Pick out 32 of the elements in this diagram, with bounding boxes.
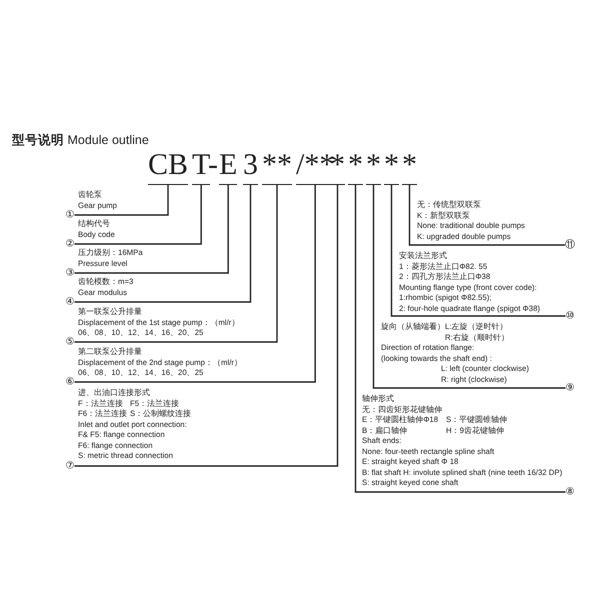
code-segment: 3 bbox=[243, 150, 258, 185]
callout-number: ② bbox=[66, 238, 74, 250]
leader-line bbox=[74, 185, 169, 216]
code-segment: * bbox=[402, 150, 417, 185]
leader-line bbox=[74, 185, 229, 274]
leader-line bbox=[74, 185, 316, 383]
callout-number: ⑪ bbox=[565, 240, 575, 250]
leader-line bbox=[390, 185, 566, 317]
callout-number: ③ bbox=[66, 268, 74, 278]
callout-number: ① bbox=[66, 210, 74, 220]
leader-line bbox=[74, 185, 338, 467]
leader-line bbox=[74, 185, 252, 303]
callout-number: ⑧ bbox=[566, 486, 574, 498]
code-segment: * bbox=[384, 150, 399, 185]
leader-line bbox=[408, 185, 565, 246]
callout-number: ④ bbox=[66, 296, 74, 308]
leader-line bbox=[354, 185, 566, 493]
callout-number: ⑩ bbox=[566, 310, 574, 322]
code-segment: E bbox=[219, 150, 238, 185]
leader-line bbox=[74, 185, 278, 343]
callout-number: ⑨ bbox=[566, 382, 574, 394]
code-segment: CB bbox=[148, 150, 188, 185]
leader-line bbox=[372, 185, 566, 389]
leader-line bbox=[74, 185, 202, 245]
callout-number: ⑤ bbox=[66, 336, 74, 348]
title: 型号说明 Module outline bbox=[12, 132, 149, 149]
callout-number: ⑥ bbox=[66, 376, 74, 388]
code-segment: * bbox=[348, 150, 363, 185]
code-segment: T bbox=[192, 150, 210, 185]
callout-number: ⑦ bbox=[66, 460, 74, 472]
code-segment: * bbox=[366, 150, 381, 185]
code-segment: ** bbox=[262, 150, 292, 185]
